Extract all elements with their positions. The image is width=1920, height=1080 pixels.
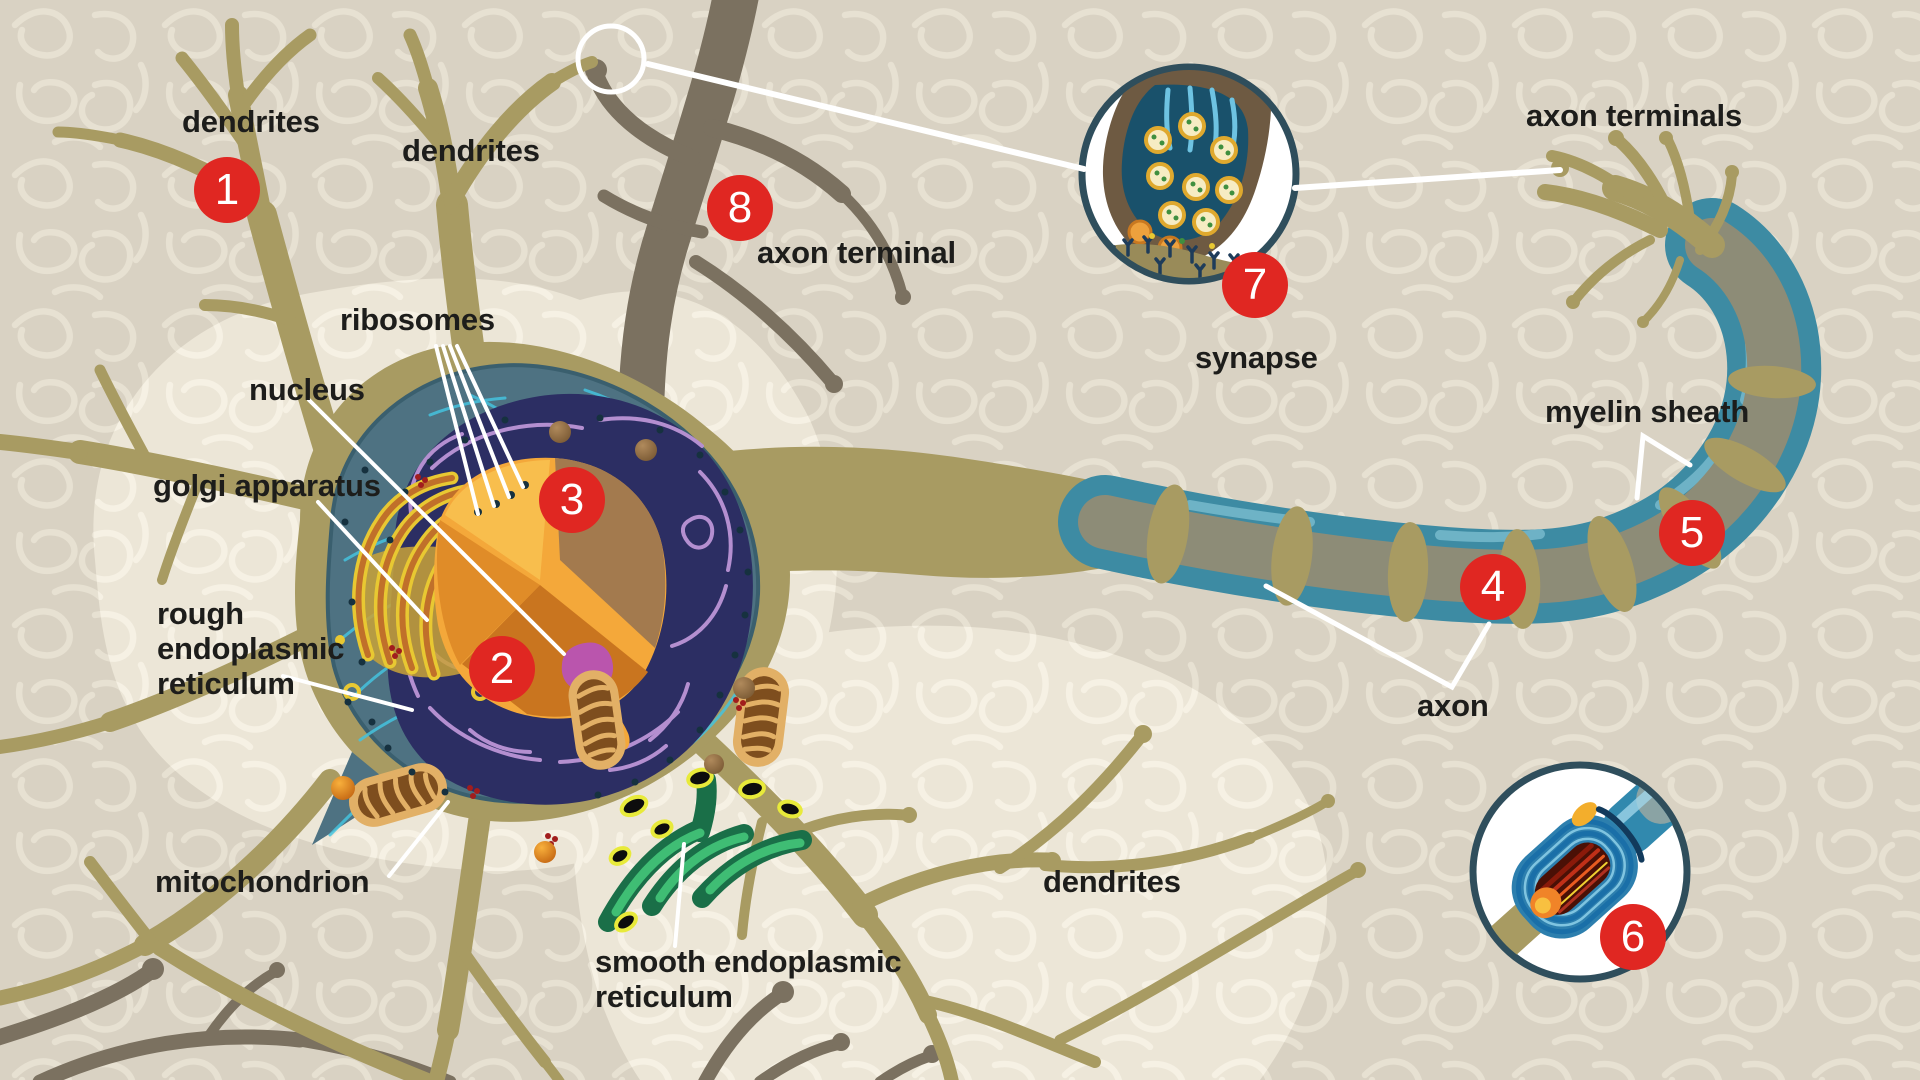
label-golgi-apparatus: golgi apparatus <box>153 468 381 503</box>
axon-core <box>1078 218 1802 604</box>
myelin-leader-lines <box>1634 431 1693 501</box>
nucleus-leader-line <box>307 398 566 656</box>
presynaptic-neuron <box>582 0 911 558</box>
label-axon-terminal: axon terminal <box>757 235 956 270</box>
mitochondrion-middle <box>568 670 626 770</box>
ribosomes-leader-lines <box>434 344 525 516</box>
synapse-inset <box>1078 63 1300 285</box>
smooth-er <box>598 767 812 933</box>
badge-4-axon: 4 <box>1460 554 1526 620</box>
golgi-leader-line <box>316 500 429 622</box>
label-rough-er: rough endoplasmic reticulum <box>157 596 345 702</box>
axon-leader-lines <box>1263 583 1492 691</box>
label-dendrites-top-left: dendrites <box>182 104 320 139</box>
label-nucleus: nucleus <box>249 372 365 407</box>
badge-3-ribosomes: 3 <box>539 467 605 533</box>
label-dendrites-top-middle: dendrites <box>402 133 540 168</box>
callout-lines <box>281 23 1693 948</box>
label-axon-terminals: axon terminals <box>1526 98 1743 133</box>
connector-to-synapse-inset <box>645 61 1087 172</box>
vesicle-spheres <box>331 421 755 863</box>
label-ribosomes: ribosomes <box>340 302 495 337</box>
postsynaptic-membrane <box>1085 244 1293 278</box>
mitochondrion-leader-line <box>387 800 450 878</box>
badge-7-synapse: 7 <box>1222 252 1288 318</box>
axon-terminals-tree <box>1537 130 1739 328</box>
badge-5-myelin-sheath: 5 <box>1659 500 1725 566</box>
label-mitochondrion: mitochondrion <box>155 864 370 899</box>
label-axon: axon <box>1417 688 1489 723</box>
axon-with-myelin <box>1058 198 1822 629</box>
connector-to-axon-terminals <box>1292 167 1563 191</box>
mitochondrion-left <box>348 763 448 827</box>
label-myelin-sheath: myelin sheath <box>1545 394 1750 429</box>
rough-er-leader-line <box>281 674 414 712</box>
label-smooth-er: smooth endoplasmic reticulum <box>595 944 902 1015</box>
smooth-er-leader-line <box>673 842 686 948</box>
badge-1-dendrites: 1 <box>194 157 260 223</box>
synapse-zoom-circle <box>575 23 647 95</box>
main-neuron-dendrites <box>0 18 1366 1080</box>
label-synapse: synapse <box>1195 340 1318 375</box>
badge-6-cross-section: 6 <box>1600 904 1666 970</box>
label-dendrites-bottom: dendrites <box>1043 864 1181 899</box>
badge-8-axon-terminal: 8 <box>707 175 773 241</box>
badge-2-nucleus: 2 <box>469 636 535 702</box>
axon-hillock <box>695 446 1142 580</box>
